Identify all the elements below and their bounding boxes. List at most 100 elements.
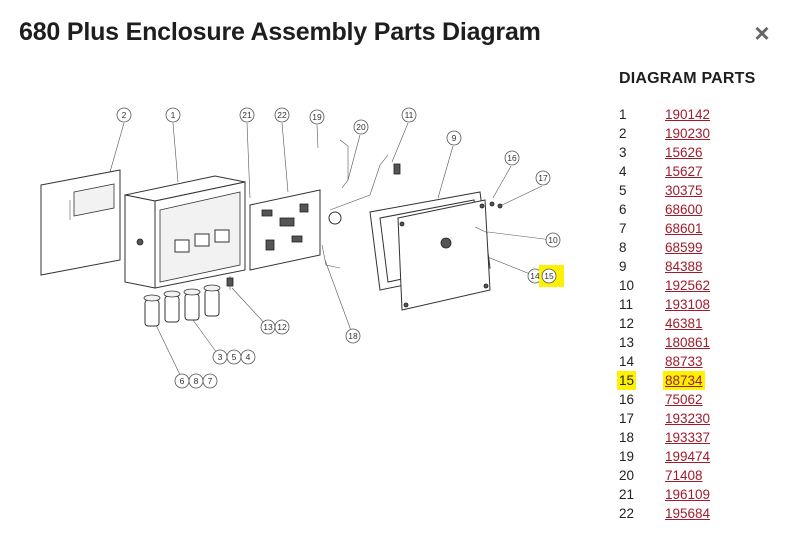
callout-12-label: 12 [277,322,287,332]
callout-11-label: 11 [405,110,414,120]
callout-12 [274,319,290,335]
part-number-label: 9 [619,259,627,274]
parts-row-17: 17 193230 [619,409,789,428]
parts-heading: DIAGRAM PARTS [619,70,756,87]
part-link-2[interactable]: 190230 [665,126,711,141]
callout-21 [239,107,255,123]
callout-1-label: 1 [171,110,176,120]
part-link-1[interactable]: 190142 [665,107,711,122]
part-number-label: 17 [619,411,635,426]
part-link-5[interactable]: 30375 [665,183,703,198]
parts-row-22: 22 195684 [619,504,789,523]
callout-15 [541,268,557,284]
parts-row-14: 14 88733 [619,352,789,371]
part-link-10[interactable]: 192562 [665,278,711,293]
callout-13-label: 13 [263,322,273,332]
part-link-8[interactable]: 68599 [665,240,703,255]
part-link-3[interactable]: 15626 [665,145,703,160]
callout-10 [545,232,561,248]
part-number-label: 15 [617,371,637,390]
parts-row-21: 21 196109 [619,485,789,504]
parts-row-9: 9 84388 [619,257,789,276]
part-link-9[interactable]: 84388 [665,259,703,274]
callout-2 [116,107,132,123]
part-link-4[interactable]: 15627 [665,164,703,179]
callout-18 [345,328,361,344]
callout-10-label: 10 [548,235,558,245]
callout-9-label: 9 [452,133,457,143]
callout-3-label: 3 [218,352,223,362]
part-number-label: 1 [619,107,627,122]
callout-5-label: 5 [232,352,237,362]
callout-18-label: 18 [348,331,358,341]
part-link-16[interactable]: 75062 [665,392,703,407]
part-number-label: 5 [619,183,627,198]
parts-row-19: 19 199474 [619,447,789,466]
callout-17 [535,170,551,186]
part-number-label: 18 [619,430,635,445]
part-number-label: 22 [619,506,635,521]
callout-9 [446,130,462,146]
parts-row-10: 10 192562 [619,276,789,295]
part-link-12[interactable]: 46381 [665,316,703,331]
front-cover-panel [40,169,121,276]
close-icon[interactable]: × [754,18,770,48]
enclosure-box [124,175,246,289]
callout-19 [309,109,325,125]
parts-diagram: 2 1 21 22 19 20 11 9 16 17 10 14 15 13 1… [40,107,564,389]
part-number-label: 10 [619,278,635,293]
part-number-label: 14 [619,354,635,369]
part-number-label: 3 [619,145,627,160]
part-link-6[interactable]: 68600 [665,202,703,217]
callout-15-label: 15 [544,271,554,281]
callout-22-label: 22 [277,110,287,120]
callout-22 [274,107,290,123]
parts-row-6: 6 68600 [619,200,789,219]
part-link-21[interactable]: 196109 [665,487,711,502]
parts-row-15: 15 88734 [617,371,789,390]
part-link-7[interactable]: 68601 [665,221,703,236]
callout-21-label: 21 [242,110,252,120]
callouts: 2 1 21 22 19 20 11 9 16 17 10 14 15 13 1… [116,107,564,389]
part-number-label: 19 [619,449,635,464]
callout-4-label: 4 [246,352,251,362]
parts-row-1: 1 190142 [619,105,789,124]
callout-1 [165,107,181,123]
part-number-label: 4 [619,164,627,179]
callout-20 [353,119,369,135]
parts-row-16: 16 75062 [619,390,789,409]
part-link-18[interactable]: 193337 [665,430,711,445]
callout-4 [240,349,256,365]
parts-row-2: 2 190230 [619,124,789,143]
parts-row-4: 4 15627 [619,162,789,181]
callout-16 [504,150,520,166]
callout-7-label: 7 [208,376,213,386]
part-number-label: 16 [619,392,635,407]
callout-2-label: 2 [122,110,127,120]
part-link-14[interactable]: 88733 [665,354,703,369]
callout-6-label: 6 [180,376,185,386]
part-link-15[interactable]: 88734 [663,371,705,390]
page-title: 680 Plus Enclosure Assembly Parts Diagra… [19,18,541,46]
callout-11 [401,107,417,123]
callout-lines [109,122,553,382]
part-link-22[interactable]: 195684 [665,506,711,521]
circuit-board [226,189,321,290]
part-number-label: 21 [619,487,635,502]
callout-8-label: 8 [194,376,199,386]
part-link-19[interactable]: 199474 [665,449,711,464]
part-link-17[interactable]: 193230 [665,411,711,426]
part-number-label: 2 [619,126,627,141]
part-number-label: 6 [619,202,627,217]
cable-glands [143,284,221,327]
back-cover-plate [397,199,503,311]
parts-row-3: 3 15626 [619,143,789,162]
part-link-20[interactable]: 71408 [665,468,703,483]
part-link-13[interactable]: 180861 [665,335,711,350]
part-link-11[interactable]: 193108 [665,297,711,312]
